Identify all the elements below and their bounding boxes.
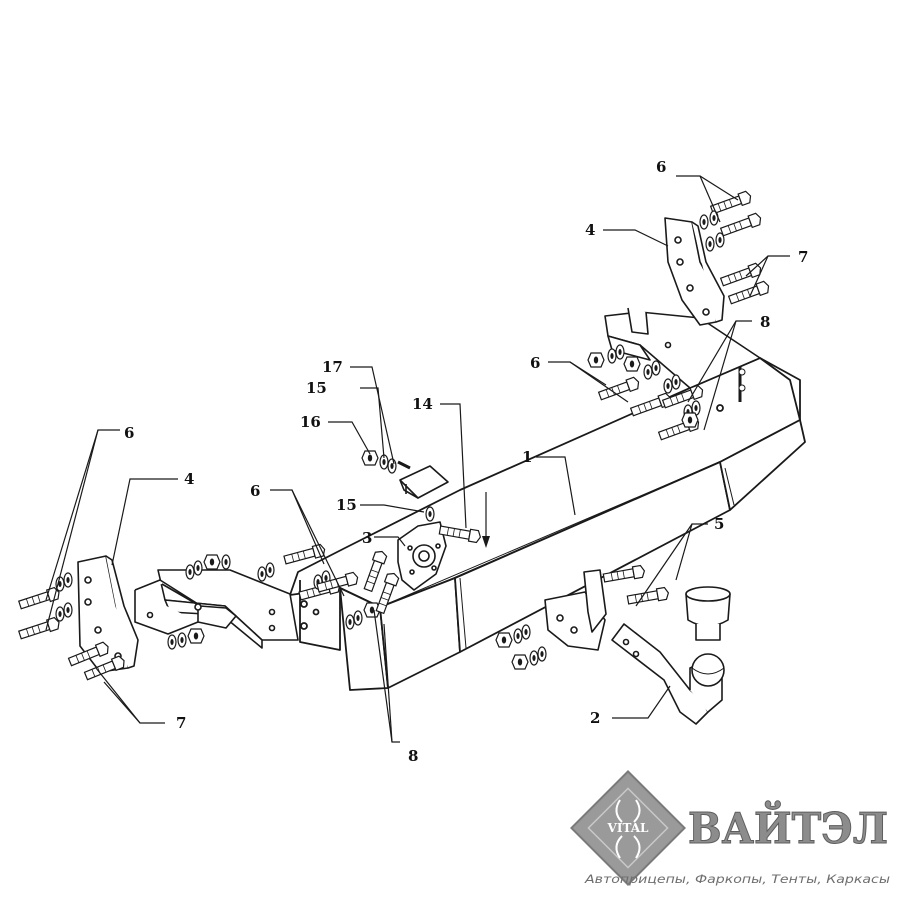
callout-4-right: 4 [585, 221, 595, 239]
callout-2: 2 [590, 709, 600, 727]
socket-bracket [397, 465, 449, 591]
right-mounting-plate [664, 217, 725, 326]
ball-mount [544, 569, 731, 725]
right-side-arm [604, 307, 761, 389]
callout-6-mid-right: 6 [530, 354, 540, 372]
left-mounting-plate [77, 555, 139, 673]
logo-emblem-text: VITAL [607, 821, 650, 835]
leader-lines [45, 175, 790, 743]
callout-4-left: 4 [184, 470, 194, 488]
callout-8-right: 8 [760, 313, 770, 331]
callout-3: 3 [362, 529, 372, 547]
left-side-arm [134, 569, 299, 649]
callout-7-left: 7 [176, 714, 186, 732]
logo-tagline: Автоприцепы, Фаркопы, Тенты, Каркасы [584, 872, 890, 886]
callout-6-top-right: 6 [656, 158, 666, 176]
diamond-emblem-icon: VITAL [570, 770, 686, 886]
fasteners-socket [361, 450, 483, 544]
callout-16: 16 [300, 413, 321, 431]
callout-8-bottom: 8 [408, 747, 418, 765]
callout-labels: 1 2 3 4 4 5 6 6 6 6 7 7 8 8 14 15 15 16 … [124, 158, 808, 765]
logo-brand-name: ВАЙТЭЛ [688, 800, 888, 853]
callout-14: 14 [412, 395, 433, 413]
main-beam [289, 355, 806, 691]
callout-6-center: 6 [250, 482, 260, 500]
direction-arrow [482, 492, 490, 548]
callout-15-top: 15 [306, 379, 327, 397]
callout-5: 5 [714, 515, 724, 533]
callout-6-left: 6 [124, 424, 134, 442]
callout-1: 1 [522, 448, 532, 466]
callout-7-right: 7 [798, 248, 808, 266]
brand-logo: VITAL ВАЙТЭЛ Автоприцепы, Фаркопы, Тенты… [570, 770, 890, 886]
callout-17: 17 [322, 358, 343, 376]
fasteners-right-arm [587, 344, 746, 443]
callout-15-low: 15 [336, 496, 357, 514]
